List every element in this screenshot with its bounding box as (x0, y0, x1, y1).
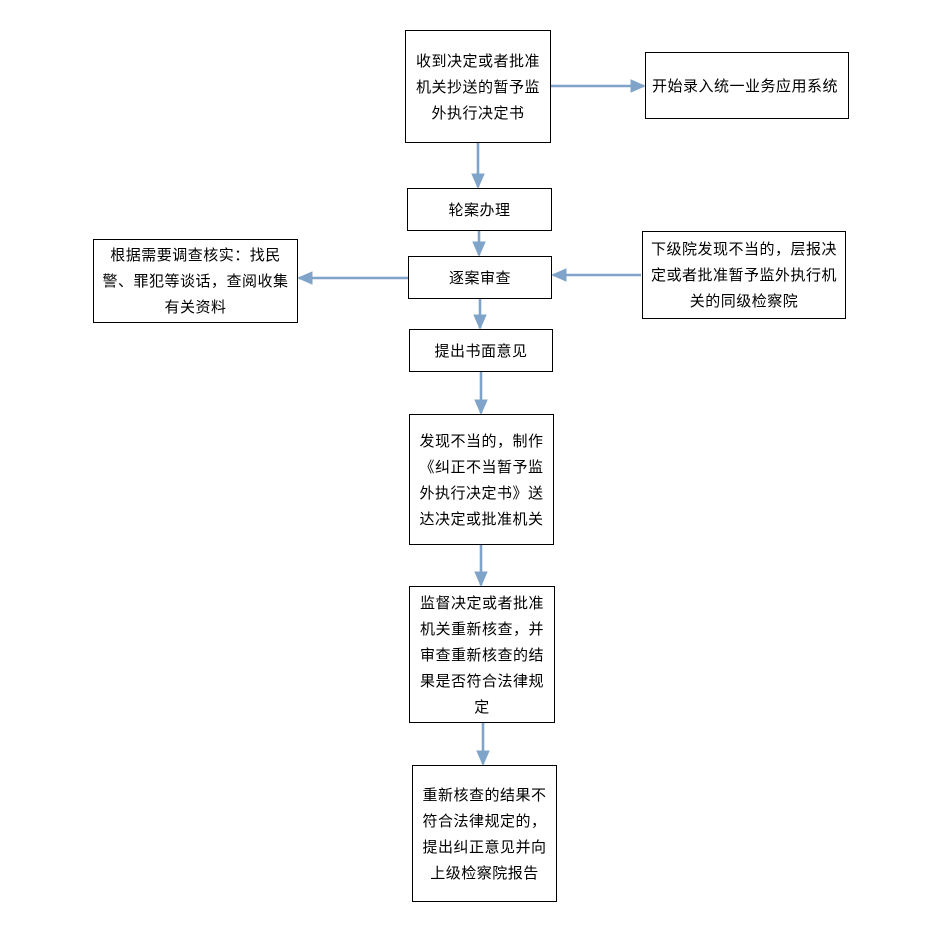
case-by-case-review-box-label: 逐案审查 (448, 268, 511, 287)
supervise-recheck-box-label: 监督决定或者批准机关重新核查，并审查重新核查的结果是否符合法律规定 (419, 593, 544, 716)
written-opinion-box-label: 提出书面意见 (434, 341, 528, 360)
start-entry-system-box-label: 开始录入统一业务应用系统 (652, 76, 839, 95)
supervise-recheck-box: 监督决定或者批准机关重新核查，并审查重新核查的结果是否符合法律规定 (409, 586, 555, 723)
start-entry-system-box: 开始录入统一业务应用系统 (645, 52, 849, 119)
correction-decision-box: 发现不当的，制作《纠正不当暂予监外执行决定书》送达决定或批准机关 (409, 414, 554, 545)
report-to-superior-box: 重新核查的结果不符合法律规定的，提出纠正意见并向上级检察院报告 (412, 765, 557, 902)
investigate-verify-box: 根据需要调查核实：找民警、罪犯等谈话，查阅收集有关资料 (93, 239, 298, 323)
receive-decision-box-label: 收到决定或者批准机关抄送的暂予监外执行决定书 (415, 51, 540, 122)
receive-decision-box: 收到决定或者批准机关抄送的暂予监外执行决定书 (405, 30, 551, 143)
lower-court-report-box-label: 下级院发现不当的，层报决定或者批准暂予监外执行机关的同级检察院 (650, 240, 837, 310)
investigate-verify-box-label: 根据需要调查核实：找民警、罪犯等谈话，查阅收集有关资料 (102, 246, 289, 316)
report-to-superior-box-label: 重新核查的结果不符合法律规定的，提出纠正意见并向上级检察院报告 (422, 785, 547, 882)
written-opinion-box: 提出书面意见 (409, 329, 553, 372)
case-rotation-box: 轮案办理 (407, 188, 552, 231)
correction-decision-box-label: 发现不当的，制作《纠正不当暂予监外执行决定书》送达决定或批准机关 (419, 431, 544, 528)
lower-court-report-box: 下级院发现不当的，层报决定或者批准暂予监外执行机关的同级检察院 (642, 231, 846, 319)
case-by-case-review-box: 逐案审查 (408, 256, 552, 299)
case-rotation-box-label: 轮案办理 (448, 200, 511, 219)
